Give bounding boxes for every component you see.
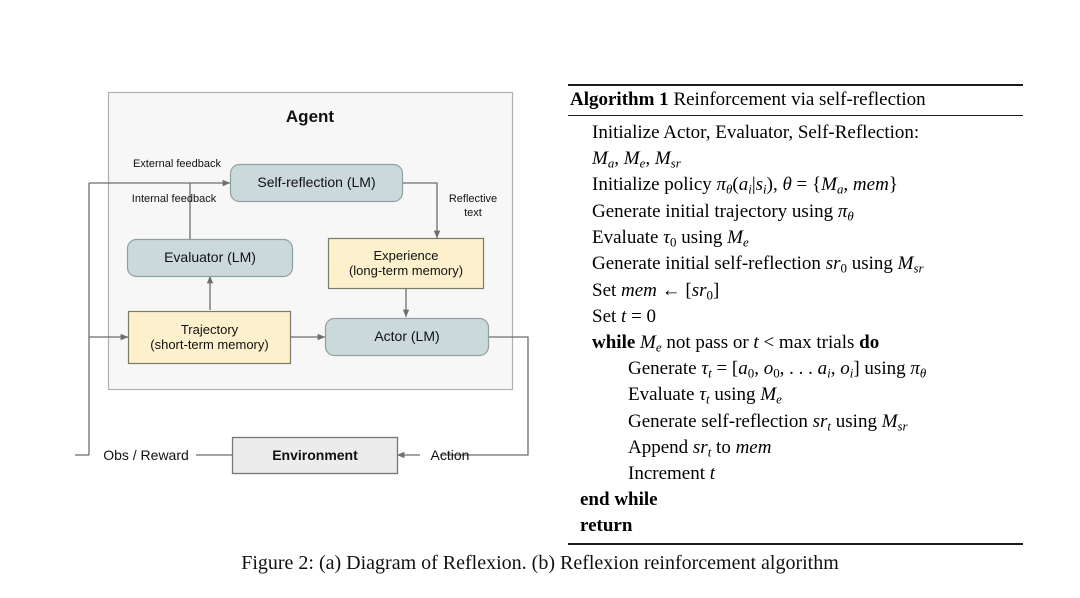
algorithm-line: Initialize Actor, Evaluator, Self-Reflec… bbox=[592, 122, 920, 143]
edge-label-reflective-text: Reflective text bbox=[440, 193, 506, 221]
algorithm-line: Generate τt = [a0, o0, . . . ai, oi] usi… bbox=[628, 358, 927, 381]
algorithm-line: Set mem ← [sr0] bbox=[592, 279, 720, 303]
node-actor bbox=[324, 317, 490, 357]
algorithm-title: Reinforcement via self-reflection bbox=[673, 89, 926, 110]
algorithm-line: return bbox=[580, 515, 633, 537]
algorithm-line: Ma, Me, Msr bbox=[592, 148, 681, 171]
action-text: Action bbox=[430, 447, 470, 463]
node-evaluator bbox=[126, 238, 294, 278]
figure-caption: Figure 2: (a) Diagram of Reflexion. (b) … bbox=[241, 552, 839, 574]
algorithm-line: Evaluate τt using Me bbox=[628, 384, 782, 408]
external-feedback-text: External feedback bbox=[132, 158, 222, 170]
node-self-reflection bbox=[229, 163, 404, 203]
internal-feedback-line1: Internal bbox=[131, 193, 169, 205]
node-experience bbox=[327, 237, 485, 290]
algorithm-line: Append srt to mem bbox=[628, 437, 772, 460]
algorithm-line: Generate self-reflection srt using Msr bbox=[628, 410, 908, 434]
io-label-action: Action bbox=[420, 447, 480, 463]
algorithm-line: end while bbox=[580, 489, 658, 511]
algorithm-line: while Me not pass or t < max trials do bbox=[592, 331, 880, 355]
wire-reflective-text bbox=[403, 182, 441, 239]
algorithm-line: Initialize policy πθ(ai|si), θ = {Ma, me… bbox=[592, 174, 898, 197]
edge-label-internal-feedback: Internal feedback bbox=[128, 193, 220, 207]
reflective-line2: text bbox=[464, 206, 482, 219]
algorithm-heading: Algorithm 1 Reinforcement via self-refle… bbox=[568, 86, 1023, 115]
algorithm-block: Algorithm 1 Reinforcement via self-refle… bbox=[568, 84, 1023, 546]
node-environment bbox=[231, 436, 399, 475]
algorithm-top-rule bbox=[568, 84, 1023, 86]
io-label-obs-reward: Obs / Reward bbox=[96, 447, 196, 463]
obs-reward-text: Obs / Reward bbox=[103, 447, 189, 463]
reflective-line1: Reflective bbox=[448, 193, 498, 205]
algorithm-steps: Initialize Actor, Evaluator, Self-Reflec… bbox=[568, 116, 1023, 543]
algorithm-bottom-rule bbox=[568, 543, 1023, 546]
algorithm-line: Evaluate τ0 using Me bbox=[592, 226, 749, 250]
algorithm-number: Algorithm 1 bbox=[570, 89, 669, 110]
algorithm-mid-rule bbox=[568, 115, 1023, 116]
algorithm-line: Generate initial self-reflection sr0 usi… bbox=[592, 253, 924, 276]
algorithm-line: Set t = 0 bbox=[592, 305, 657, 327]
algorithm-line: Increment t bbox=[628, 463, 716, 485]
diagram-canvas bbox=[75, 91, 529, 475]
node-trajectory bbox=[127, 310, 292, 365]
algorithm-line: Generate initial trajectory using πθ bbox=[592, 200, 854, 224]
edge-label-external-feedback: External feedback bbox=[112, 158, 242, 172]
internal-feedback-line2: feedback bbox=[171, 193, 217, 205]
agent-title: Agent bbox=[285, 107, 335, 126]
reflexion-diagram: Agent Self-reflection (LM) Evaluator (LM… bbox=[0, 0, 560, 540]
wire-actor-to-action bbox=[440, 336, 529, 456]
